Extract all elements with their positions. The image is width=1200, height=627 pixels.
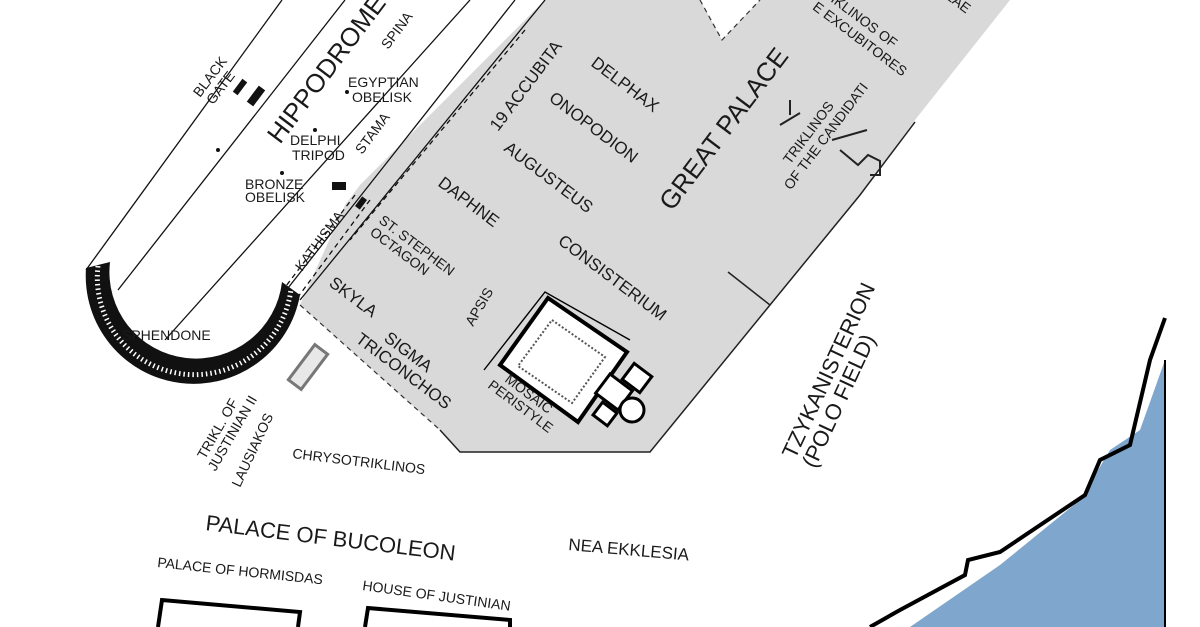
label-stama: STAMA bbox=[352, 109, 394, 157]
label-black-gate: BLACKGATE bbox=[190, 53, 243, 109]
palace-of-hormisdas-building bbox=[156, 597, 303, 627]
label-palace-of-bucoleon: PALACE OF BUCOLEON bbox=[204, 510, 457, 565]
peristyle-wall bbox=[483, 291, 631, 371]
sea bbox=[910, 360, 1165, 627]
triklinos-justinian-building bbox=[286, 342, 330, 392]
house-of-justinian-building bbox=[363, 605, 512, 627]
label-nea-ekklesia: NEA EKKLESIA bbox=[568, 535, 691, 565]
church-structure bbox=[590, 361, 654, 428]
candidati-structure bbox=[779, 100, 881, 176]
sphendone-seating bbox=[85, 262, 301, 384]
palace-boundary-right bbox=[439, 121, 916, 453]
peristyle-colonnade bbox=[516, 318, 607, 405]
label-palace-of-hormisdas: PALACE OF HORMISDAS bbox=[157, 554, 324, 587]
label-chrysotriklinos: CHRYSOTRIKLINOS bbox=[292, 445, 427, 477]
sea-wall bbox=[869, 317, 1167, 627]
sphendone-seat-rows bbox=[94, 265, 294, 378]
label-sphendone: SPHENDONE bbox=[122, 327, 211, 343]
great-palace-area bbox=[300, 0, 1010, 452]
hippodrome-gates bbox=[216, 78, 368, 210]
palace-boundary-dashed bbox=[699, 0, 761, 42]
hippodrome bbox=[85, 0, 546, 341]
label-tzykanisterion: TZYKANISTERION(POLO FIELD) bbox=[777, 279, 900, 472]
consisterium-wall bbox=[727, 271, 771, 306]
palace-boundary-left bbox=[299, 304, 441, 431]
